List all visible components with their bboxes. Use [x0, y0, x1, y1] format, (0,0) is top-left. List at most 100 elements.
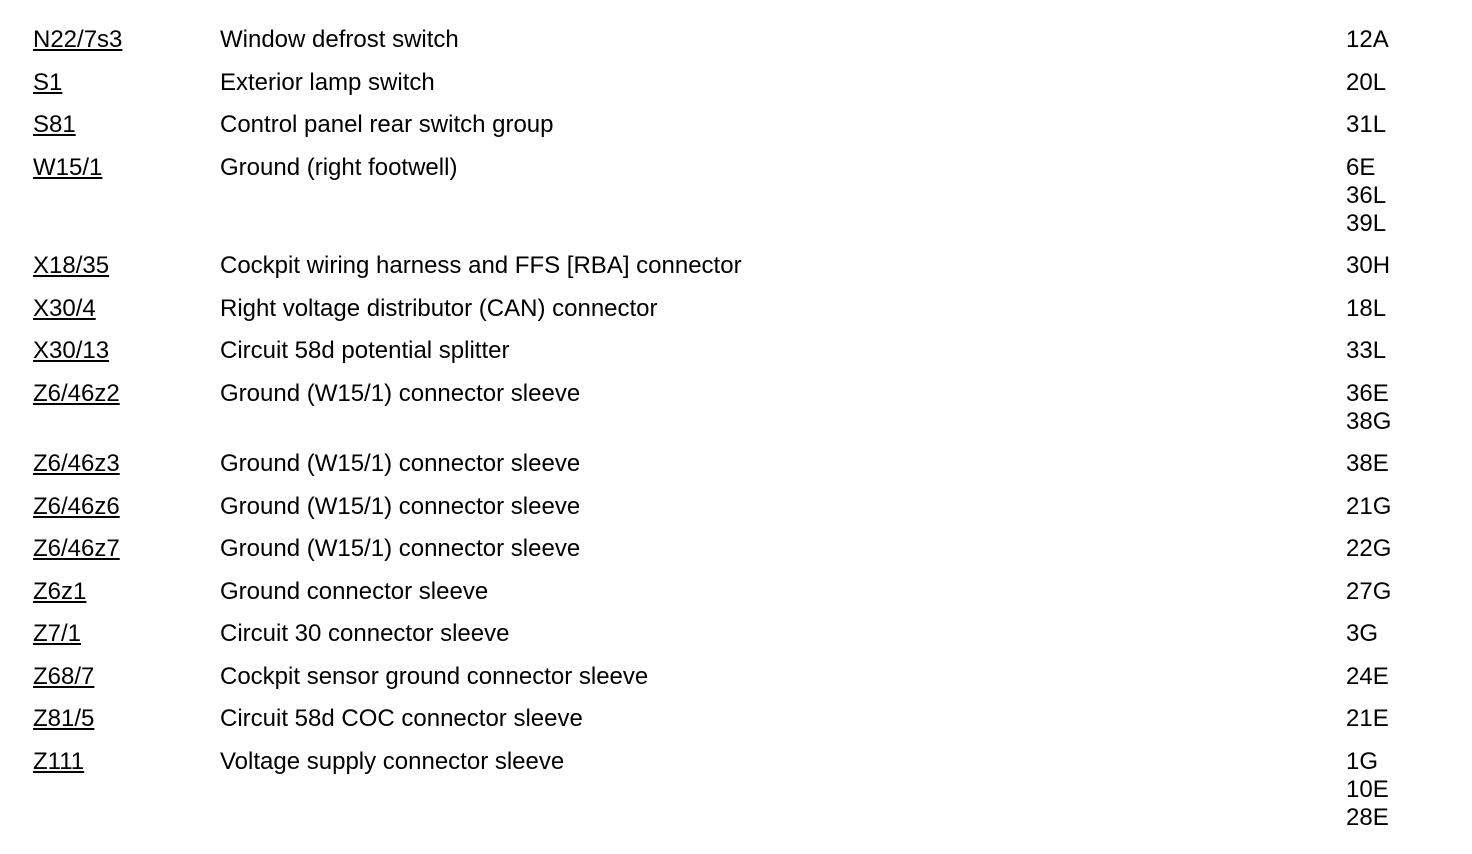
- component-description: Right voltage distributor (CAN) connecto…: [220, 294, 658, 322]
- component-location-cell: 20L: [1346, 69, 1453, 97]
- component-code-link[interactable]: Z6/46z6: [33, 492, 120, 520]
- component-description: Control panel rear switch group: [220, 111, 554, 138]
- row-spacer: [33, 733, 1453, 748]
- component-code-link[interactable]: X30/4: [33, 294, 96, 322]
- component-location-cell: 21G: [1346, 493, 1453, 521]
- legend-row: Z6/46z3 Ground (W15/1) connector sleeve 38…: [33, 450, 1453, 478]
- grid-location: 28E: [1346, 803, 1389, 831]
- component-location-cell: 33L: [1346, 337, 1453, 365]
- component-code-link[interactable]: Z6/46z7: [33, 535, 120, 562]
- grid-location: 30H: [1346, 252, 1391, 279]
- legend-row: Z6/46z7 Ground (W15/1) connector sleeve 22…: [33, 535, 1453, 563]
- component-code-cell: S1: [33, 69, 220, 97]
- component-description: Ground (W15/1) connector sleeve: [220, 535, 581, 562]
- component-code-link[interactable]: X18/35: [33, 252, 110, 279]
- component-code-link[interactable]: Z7/1: [33, 620, 82, 647]
- row-spacer: [33, 563, 1453, 578]
- component-code-link[interactable]: X30/13: [33, 337, 110, 364]
- grid-location: 3G: [1346, 620, 1379, 647]
- component-code-link[interactable]: Z6z1: [33, 577, 87, 605]
- legend-row: S81 Control panel rear switch group 31L: [33, 111, 1453, 139]
- legend-row: Z7/1 Circuit 30 connector sleeve 3G: [33, 620, 1453, 648]
- component-code-link[interactable]: Z81/5: [33, 705, 95, 732]
- legend-row: X30/13 Circuit 58d potential splitter 33L: [33, 337, 1453, 365]
- component-description: Exterior lamp switch: [220, 68, 435, 96]
- grid-location: 38E: [1346, 450, 1389, 477]
- row-spacer: [33, 238, 1453, 253]
- component-location-cell: 27G: [1346, 578, 1453, 606]
- grid-location: 6E: [1346, 153, 1376, 181]
- component-code-cell: X30/4: [33, 295, 220, 323]
- component-code-cell: Z111: [33, 748, 220, 776]
- grid-location: 10E: [1346, 775, 1389, 803]
- legend-row: Z68/7 Cockpit sensor ground connector sle…: [33, 663, 1453, 691]
- grid-location: 21G: [1346, 492, 1392, 520]
- component-code-cell: Z6/46z2: [33, 380, 220, 408]
- component-location-cell: 18L: [1346, 295, 1453, 323]
- row-spacer: [33, 691, 1453, 706]
- grid-location: 1G: [1346, 747, 1379, 775]
- grid-location: 24E: [1346, 662, 1389, 690]
- component-code-link[interactable]: Z6/46z2: [33, 379, 120, 407]
- component-code-cell: Z6/46z6: [33, 493, 220, 521]
- component-description: Ground (W15/1) connector sleeve: [220, 450, 581, 477]
- component-description: Cockpit sensor ground connector sleeve: [220, 662, 649, 690]
- grid-location: 38G: [1346, 407, 1392, 435]
- component-code-link[interactable]: Z6/46z3: [33, 450, 120, 477]
- component-code-cell: Z7/1: [33, 620, 220, 648]
- grid-location: 36L: [1346, 181, 1387, 209]
- row-spacer: [33, 436, 1453, 451]
- component-code-cell: Z6z1: [33, 578, 220, 606]
- row-spacer: [33, 139, 1453, 154]
- component-code-link[interactable]: Z68/7: [33, 662, 95, 690]
- component-code-cell: Z81/5: [33, 705, 220, 733]
- component-code-link[interactable]: W15/1: [33, 153, 103, 181]
- component-code-cell: X30/13: [33, 337, 220, 365]
- row-spacer: [33, 521, 1453, 536]
- grid-location: 18L: [1346, 294, 1387, 322]
- grid-location: 21E: [1346, 705, 1389, 732]
- component-description: Voltage supply connector sleeve: [220, 747, 565, 775]
- row-spacer: [33, 280, 1453, 295]
- legend-row: X30/4 Right voltage distributor (CAN) con…: [33, 295, 1453, 323]
- legend-row: Z6/46z6 Ground (W15/1) connector sleeve 21…: [33, 493, 1453, 521]
- row-spacer: [33, 54, 1453, 69]
- component-code-cell: Z68/7: [33, 663, 220, 691]
- component-location-cell: 31L: [1346, 111, 1453, 139]
- row-spacer: [33, 323, 1453, 338]
- grid-location: 31L: [1346, 111, 1387, 138]
- component-location-cell: 12A: [1346, 26, 1453, 54]
- grid-location: 27G: [1346, 577, 1392, 605]
- component-code-cell: S81: [33, 111, 220, 139]
- row-spacer: [33, 606, 1453, 621]
- component-location-cell: 38E: [1346, 450, 1453, 478]
- component-location-cell: 21E: [1346, 705, 1453, 733]
- component-location-cell: 30H: [1346, 252, 1453, 280]
- component-code-cell: Z6/46z3: [33, 450, 220, 478]
- grid-location: 20L: [1346, 68, 1387, 96]
- component-description: Circuit 30 connector sleeve: [220, 620, 510, 647]
- component-code-link[interactable]: Z111: [33, 747, 85, 775]
- component-code-link[interactable]: N22/7s3: [33, 26, 123, 53]
- grid-location: 36E: [1346, 379, 1389, 407]
- component-code-cell: X18/35: [33, 252, 220, 280]
- component-description: Circuit 58d potential splitter: [220, 337, 510, 364]
- component-location-cell: 24E: [1346, 663, 1453, 691]
- grid-location: 12A: [1346, 26, 1389, 53]
- component-description: Ground (W15/1) connector sleeve: [220, 492, 581, 520]
- component-code-cell: N22/7s3: [33, 26, 220, 54]
- component-code-cell: W15/1: [33, 154, 220, 182]
- legend-row: Z6z1 Ground connector sleeve 27G: [33, 578, 1453, 606]
- component-description: Ground connector sleeve: [220, 577, 489, 605]
- row-spacer: [33, 648, 1453, 663]
- component-code-link[interactable]: S81: [33, 111, 76, 138]
- component-code-link[interactable]: S1: [33, 68, 63, 96]
- grid-location: 22G: [1346, 535, 1392, 562]
